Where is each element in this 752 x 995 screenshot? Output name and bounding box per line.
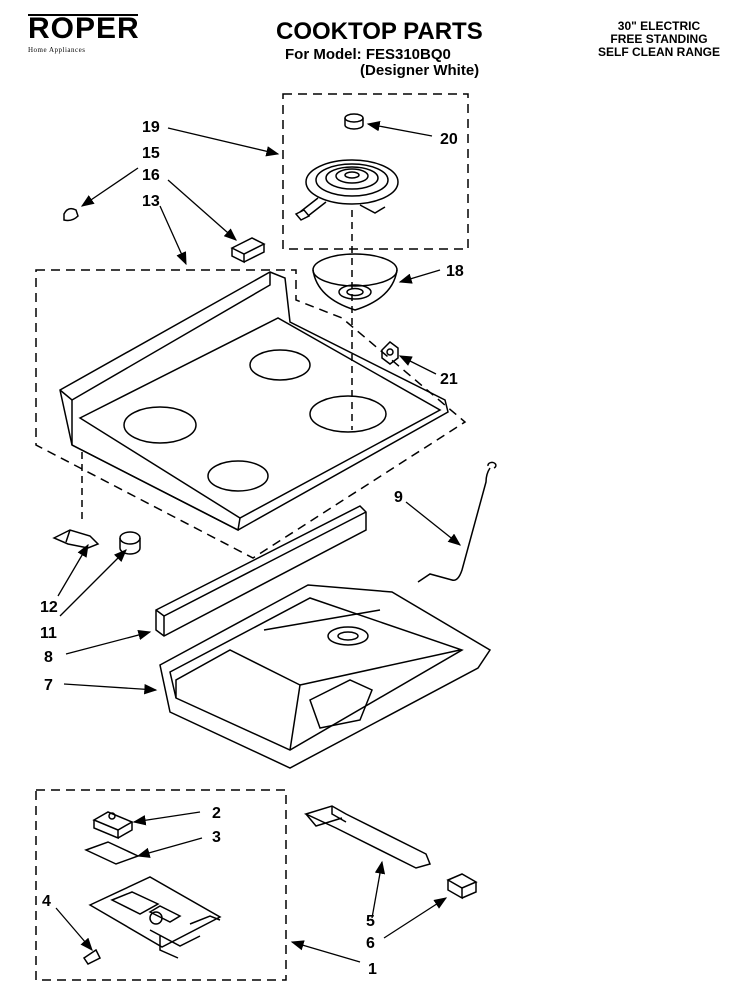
part-5-bracket — [303, 805, 432, 869]
part-8-strip — [155, 505, 367, 637]
part-18-drip-bowl — [312, 253, 398, 311]
callout-13: 13 — [142, 193, 160, 210]
part-1-control-assembly — [88, 876, 222, 959]
part-11-knob — [119, 531, 141, 555]
part-2-switch — [92, 811, 134, 840]
callout-16: 16 — [142, 167, 160, 184]
callout-4: 4 — [42, 893, 51, 910]
callout-15: 15 — [142, 145, 160, 162]
callout-11: 11 — [40, 625, 57, 642]
callout-1: 1 — [368, 961, 377, 978]
callout-9: 9 — [394, 489, 403, 506]
part-21-bracket — [381, 341, 399, 365]
part-7-burner-box — [159, 584, 492, 769]
callout-21: 21 — [440, 371, 458, 388]
model-line: For Model: FES310BQ0 — [285, 46, 451, 63]
part-15-clip — [63, 207, 79, 222]
part-13-cooktop — [59, 271, 449, 532]
callout-5: 5 — [366, 913, 375, 930]
callout-20: 20 — [440, 131, 458, 148]
callout-19: 19 — [142, 119, 160, 136]
desc-line-2: FREE STANDING — [610, 32, 708, 46]
page-title: COOKTOP PARTS — [276, 18, 483, 45]
part-9-rod — [417, 461, 497, 583]
part-3-insulator — [84, 841, 140, 865]
range-description: 30" ELECTRIC FREE STANDING SELF CLEAN RA… — [598, 20, 720, 59]
part-4-clip — [82, 948, 102, 965]
controls-group-box — [35, 789, 287, 981]
element-group-box — [282, 93, 469, 250]
callout-18: 18 — [446, 263, 464, 280]
leader-lines — [55, 121, 462, 963]
part-19-surface-element — [294, 159, 399, 221]
callout-2: 2 — [212, 805, 221, 822]
callout-8: 8 — [44, 649, 53, 666]
callout-3: 3 — [212, 829, 221, 846]
desc-line-3: SELF CLEAN RANGE — [597, 45, 720, 59]
part-16-terminal-block — [230, 237, 266, 264]
desc-line-1: 30" ELECTRIC — [617, 19, 701, 33]
cooktop-group-box — [35, 269, 467, 559]
callout-6: 6 — [366, 935, 375, 952]
callout-7: 7 — [44, 677, 53, 694]
part-6-block — [446, 873, 478, 900]
brand-logo: ROPER Home Appliances — [28, 14, 143, 54]
callout-12: 12 — [40, 599, 58, 616]
model-variant: (Designer White) — [360, 62, 480, 79]
brand-tagline: Home Appliances — [28, 46, 86, 54]
callout-labels: 19 20 15 16 13 18 21 9 12 11 8 7 2 3 4 5… — [40, 119, 464, 978]
logo-bars — [28, 14, 138, 19]
brand-name: ROPER — [28, 12, 140, 45]
part-12-connector — [52, 529, 100, 549]
part-20-cap — [344, 113, 364, 130]
